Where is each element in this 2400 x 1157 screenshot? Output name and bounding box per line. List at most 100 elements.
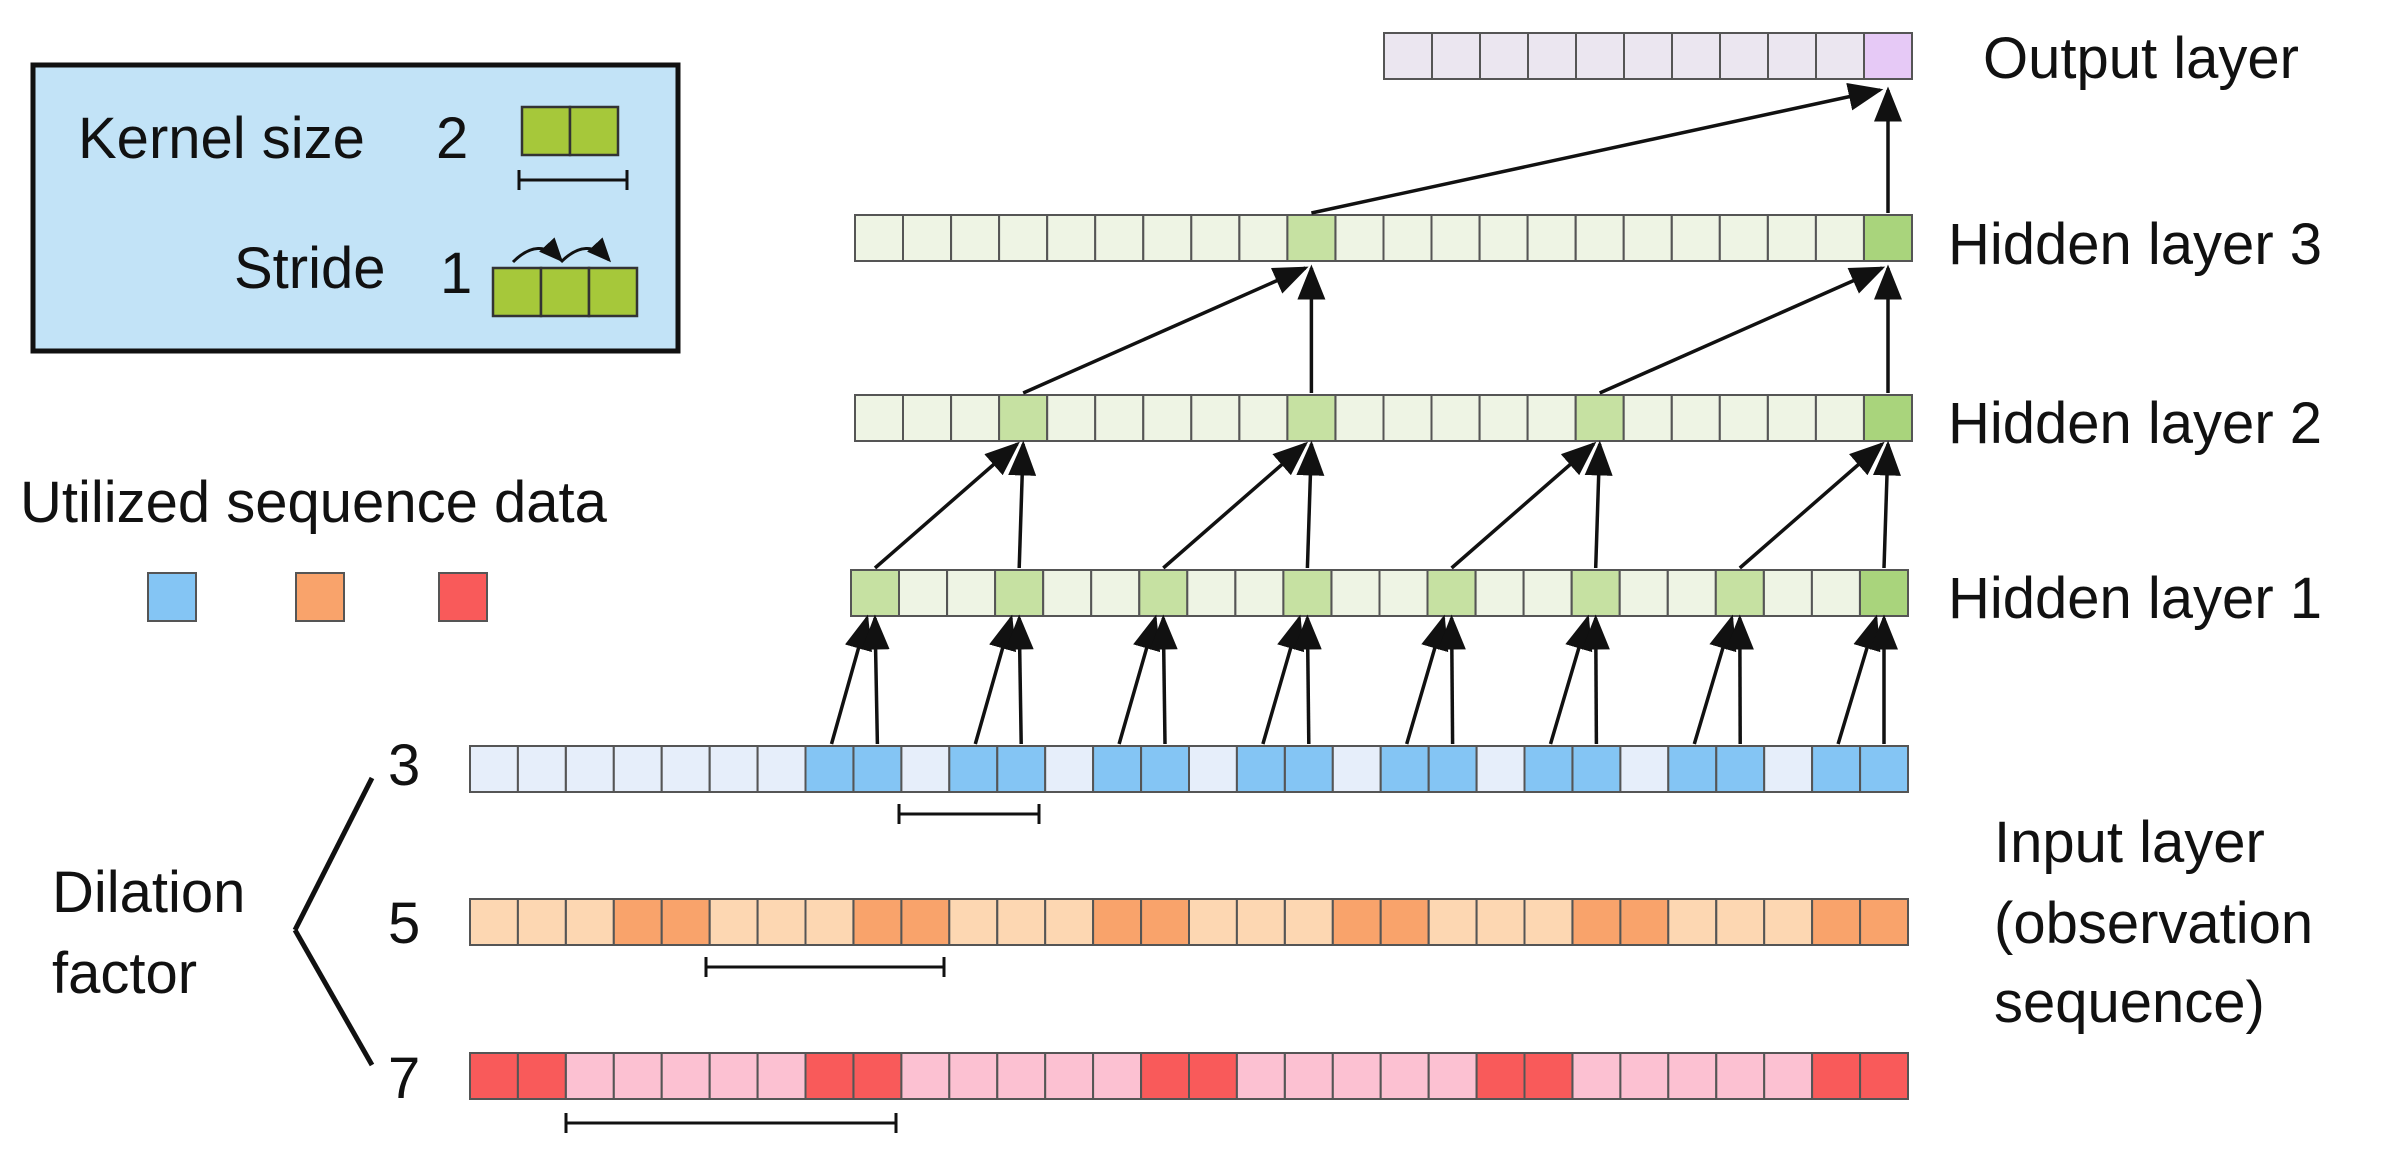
input-cell-dilation-5 <box>660 898 711 946</box>
stride-value: 1 <box>440 241 472 306</box>
input-cell-dilation-3 <box>1763 745 1814 793</box>
output-cell <box>1863 32 1913 80</box>
connection-arrow <box>1836 614 1881 745</box>
input-cell-dilation-3 <box>1427 745 1478 793</box>
hidden3-cell <box>1670 214 1721 262</box>
input-cell-dilation-5 <box>1379 898 1430 946</box>
stride-arrow-1 <box>511 237 564 264</box>
connection-arrow <box>1117 614 1161 745</box>
input-cell-dilation-5 <box>516 898 567 946</box>
connection-arrow <box>1548 614 1593 745</box>
input-cell-dilation-3 <box>1283 745 1334 793</box>
connection-arrow <box>829 614 872 745</box>
hidden3-cell <box>1382 214 1433 262</box>
input-cell-dilation-5 <box>1859 898 1909 946</box>
connection-arrow <box>873 441 1020 570</box>
span-bracket-dilation-3 <box>897 804 1041 824</box>
hidden-layer-2-row <box>854 394 1913 442</box>
input-cell-dilation-5 <box>996 898 1047 946</box>
input-cell-dilation-5 <box>1092 898 1142 946</box>
input-cell-dilation-5 <box>1811 898 1861 946</box>
connection-arrow <box>1405 614 1449 745</box>
hidden1-cell <box>1330 569 1381 617</box>
output-cell <box>1527 32 1577 80</box>
input-cell-dilation-7 <box>1140 1052 1190 1100</box>
hidden3-cell <box>1526 214 1577 262</box>
input-cell-dilation-3 <box>1140 745 1190 793</box>
dilation-factor-5: 5 <box>388 891 420 956</box>
input-cell-dilation-7 <box>1667 1052 1718 1100</box>
hidden2-cell <box>1622 394 1673 442</box>
input-cell-dilation-5 <box>612 898 663 946</box>
input-cell-dilation-3 <box>1571 745 1622 793</box>
input-cell-dilation-7 <box>1475 1052 1526 1100</box>
hidden1-cell <box>994 569 1045 617</box>
input-cell-dilation-3 <box>1188 745 1238 793</box>
input-cell-dilation-7 <box>1092 1052 1142 1100</box>
input-cell-dilation-7 <box>516 1052 567 1100</box>
hidden3-cell <box>1142 214 1193 262</box>
input-cell-dilation-5 <box>1188 898 1238 946</box>
output-cell <box>1575 32 1625 80</box>
input-cell-dilation-3 <box>948 745 999 793</box>
hidden1-cell <box>1522 569 1573 617</box>
hidden1-cell <box>1426 569 1477 617</box>
input-cell-dilation-3 <box>1092 745 1142 793</box>
input-cell-dilation-7 <box>660 1052 711 1100</box>
hidden1-cell <box>1762 569 1813 617</box>
input-cell-dilation-7 <box>564 1052 615 1100</box>
hidden2-cell <box>1094 394 1145 442</box>
hidden1-cell <box>1570 569 1621 617</box>
dilation-factor-7: 7 <box>388 1046 420 1111</box>
hidden2-cell <box>854 394 904 442</box>
stride-cell <box>491 266 543 318</box>
stride-arrow-2 <box>559 237 612 264</box>
kernel-cells <box>520 105 620 157</box>
input-cell-dilation-7 <box>756 1052 807 1100</box>
connection-arrow <box>1296 440 1325 569</box>
input-cell-dilation-5 <box>900 898 951 946</box>
hidden2-cell <box>998 394 1049 442</box>
input-cell-dilation-3 <box>612 745 663 793</box>
dilation-factor-3: 3 <box>388 733 420 798</box>
input-cell-dilation-7 <box>1619 1052 1670 1100</box>
dilation-label-line1: Dilation <box>52 860 245 925</box>
legend-box: Kernel size 2 Stride 1 <box>30 62 681 354</box>
kernel-size-label: Kernel size <box>78 106 365 171</box>
input-cell-dilation-5 <box>756 898 807 946</box>
hidden-layer-3-row <box>854 214 1913 262</box>
input-cell-dilation-3 <box>1523 745 1574 793</box>
hidden1-cell <box>1282 569 1333 617</box>
input-cell-dilation-3 <box>996 745 1047 793</box>
hidden1-cell <box>1810 569 1861 617</box>
utilized-sequence-title: Utilized sequence data <box>20 470 608 535</box>
input-cell-dilation-3 <box>564 745 615 793</box>
input-cell-dilation-3 <box>804 745 855 793</box>
hidden2-cell <box>1814 394 1865 442</box>
hidden1-cell <box>946 569 997 617</box>
input-cell-dilation-5 <box>1763 898 1814 946</box>
input-cell-dilation-5 <box>1619 898 1670 946</box>
input-cell-dilation-3 <box>1715 745 1766 793</box>
hidden3-cell <box>998 214 1049 262</box>
input-cell-dilation-7 <box>900 1052 951 1100</box>
input-cell-dilation-3 <box>900 745 951 793</box>
input-cell-dilation-7 <box>1427 1052 1478 1100</box>
hidden2-cell <box>1766 394 1817 442</box>
connection-arrow <box>1261 614 1305 745</box>
hidden1-cell <box>1618 569 1669 617</box>
hidden2-cell <box>1046 394 1097 442</box>
input-cell-dilation-7 <box>1571 1052 1622 1100</box>
input-cell-dilation-3 <box>660 745 711 793</box>
dilation-label-line2: factor <box>52 941 197 1006</box>
hidden3-cell <box>1718 214 1769 262</box>
input-cell-dilation-5 <box>852 898 903 946</box>
input-cell-dilation-7 <box>1283 1052 1334 1100</box>
hidden2-cell <box>1863 394 1913 442</box>
input-cell-dilation-3 <box>1331 745 1382 793</box>
input-cell-dilation-7 <box>804 1052 855 1100</box>
hidden3-cell <box>1238 214 1289 262</box>
input-cell-dilation-5 <box>1331 898 1382 946</box>
hidden2-cell <box>1718 394 1769 442</box>
hidden2-cell <box>1430 394 1481 442</box>
